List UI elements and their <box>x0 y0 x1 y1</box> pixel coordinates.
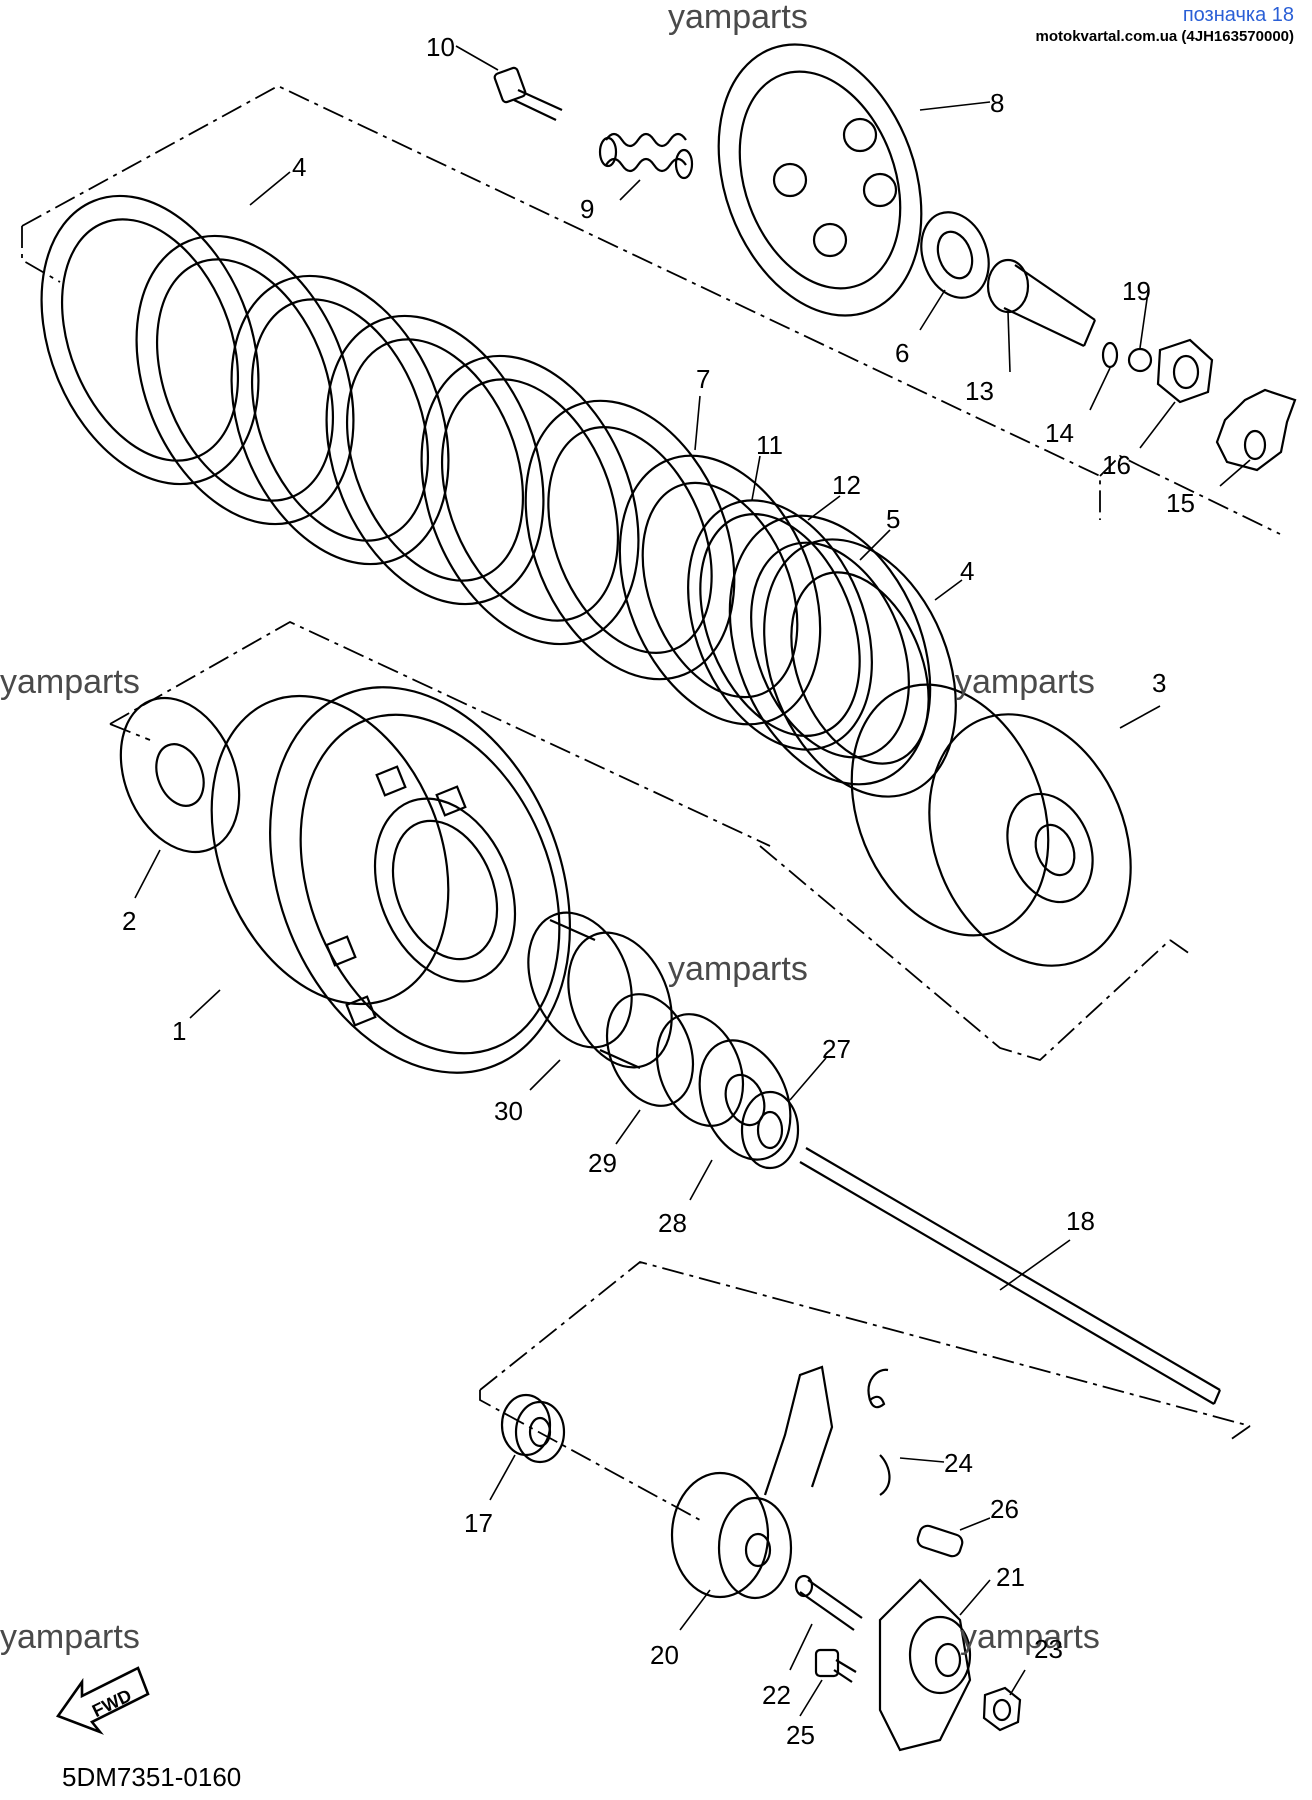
callout-4a: 4 <box>292 152 306 182</box>
bolt-10 <box>493 66 563 121</box>
assembly-box-upper <box>21 84 1281 535</box>
spring-24 <box>867 1368 891 1496</box>
nut-16 <box>1156 338 1214 404</box>
callout-12: 12 <box>832 470 861 500</box>
spring-9 <box>598 132 694 180</box>
callout-16: 16 <box>1102 450 1131 480</box>
callout-5: 5 <box>886 504 900 534</box>
callout-6: 6 <box>895 338 909 368</box>
callout-14: 14 <box>1045 418 1074 448</box>
fwd-label: FWD <box>89 1685 135 1721</box>
callout-4b: 4 <box>960 556 974 586</box>
stud-bolt-22 <box>794 1574 863 1631</box>
watermark-right: yamparts <box>955 663 1095 701</box>
friction-plates-stack <box>40 194 640 646</box>
callout-7: 7 <box>696 364 710 394</box>
callout-19: 19 <box>1122 276 1151 306</box>
clutch-housing-1 <box>210 686 571 1074</box>
bearing-6 <box>920 211 990 299</box>
callout-27: 27 <box>822 1034 851 1064</box>
cover-21 <box>878 1578 972 1752</box>
callout-22: 22 <box>762 1680 791 1710</box>
callout-10: 10 <box>426 32 455 62</box>
drawing-code: 5DM7351-0160 <box>62 1762 242 1792</box>
callout-29: 29 <box>588 1148 617 1178</box>
spacer-29 <box>605 993 745 1127</box>
callout-11: 11 <box>756 430 783 460</box>
callout-2: 2 <box>122 906 136 936</box>
bolt-25 <box>814 1648 857 1683</box>
push-rod-13 <box>986 258 1097 347</box>
callout-26: 26 <box>990 1494 1019 1524</box>
callout-1: 1 <box>172 1016 186 1046</box>
callout-20: 20 <box>650 1640 679 1670</box>
watermark-left: yamparts <box>0 663 140 701</box>
pressure-plate-8 <box>717 43 923 317</box>
header-title: позначка 18 <box>1182 4 1294 26</box>
callout-3: 3 <box>1152 668 1166 698</box>
callout-18: 18 <box>1066 1206 1095 1236</box>
callout-17: 17 <box>464 1508 493 1538</box>
callout-23: 23 <box>1034 1634 1063 1664</box>
friction-plate-4-front <box>763 538 957 798</box>
push-lever-20 <box>670 1365 834 1600</box>
lock-washer-15 <box>1215 388 1297 472</box>
o-ring-14 <box>1101 341 1119 369</box>
push-rod-18 <box>799 1147 1222 1405</box>
fwd-arrow-icon <box>55 1666 150 1735</box>
watermark-bottom-right: yamparts <box>960 1618 1100 1656</box>
spring-ring-12 <box>687 499 873 751</box>
friction-plate-5 <box>728 514 932 786</box>
clutch-plate-11 <box>618 454 822 726</box>
assembly-box-middle <box>109 620 1191 1062</box>
watermark-bottom-left: yamparts <box>0 1618 140 1656</box>
callout-15: 15 <box>1166 488 1195 518</box>
needle-bearing-30 <box>527 911 673 1070</box>
thrust-washer-2 <box>119 696 241 854</box>
callout-25: 25 <box>786 1720 815 1750</box>
header-subtitle: motokvartal.com.ua (4JH163570000) <box>1035 28 1294 45</box>
nut-23 <box>982 1686 1022 1732</box>
assembly-box-lower <box>479 1261 1251 1521</box>
callout-21: 21 <box>996 1562 1025 1592</box>
callout-9: 9 <box>580 194 594 224</box>
clutch-boss-3 <box>850 683 1132 967</box>
pin-26 <box>916 1524 964 1558</box>
ball-19 <box>1127 347 1153 373</box>
watermark-top: yamparts <box>668 0 808 36</box>
leader-lines <box>134 45 1251 1717</box>
bearing-17 <box>500 1393 566 1464</box>
friction-plate-7 <box>524 399 736 681</box>
callout-24: 24 <box>944 1448 973 1478</box>
watermark-center: yamparts <box>668 950 808 988</box>
callout-28: 28 <box>658 1208 687 1238</box>
callout-8: 8 <box>990 88 1004 118</box>
collar-27 <box>740 1090 800 1170</box>
callout-13: 13 <box>965 376 994 406</box>
callout-30: 30 <box>494 1096 523 1126</box>
